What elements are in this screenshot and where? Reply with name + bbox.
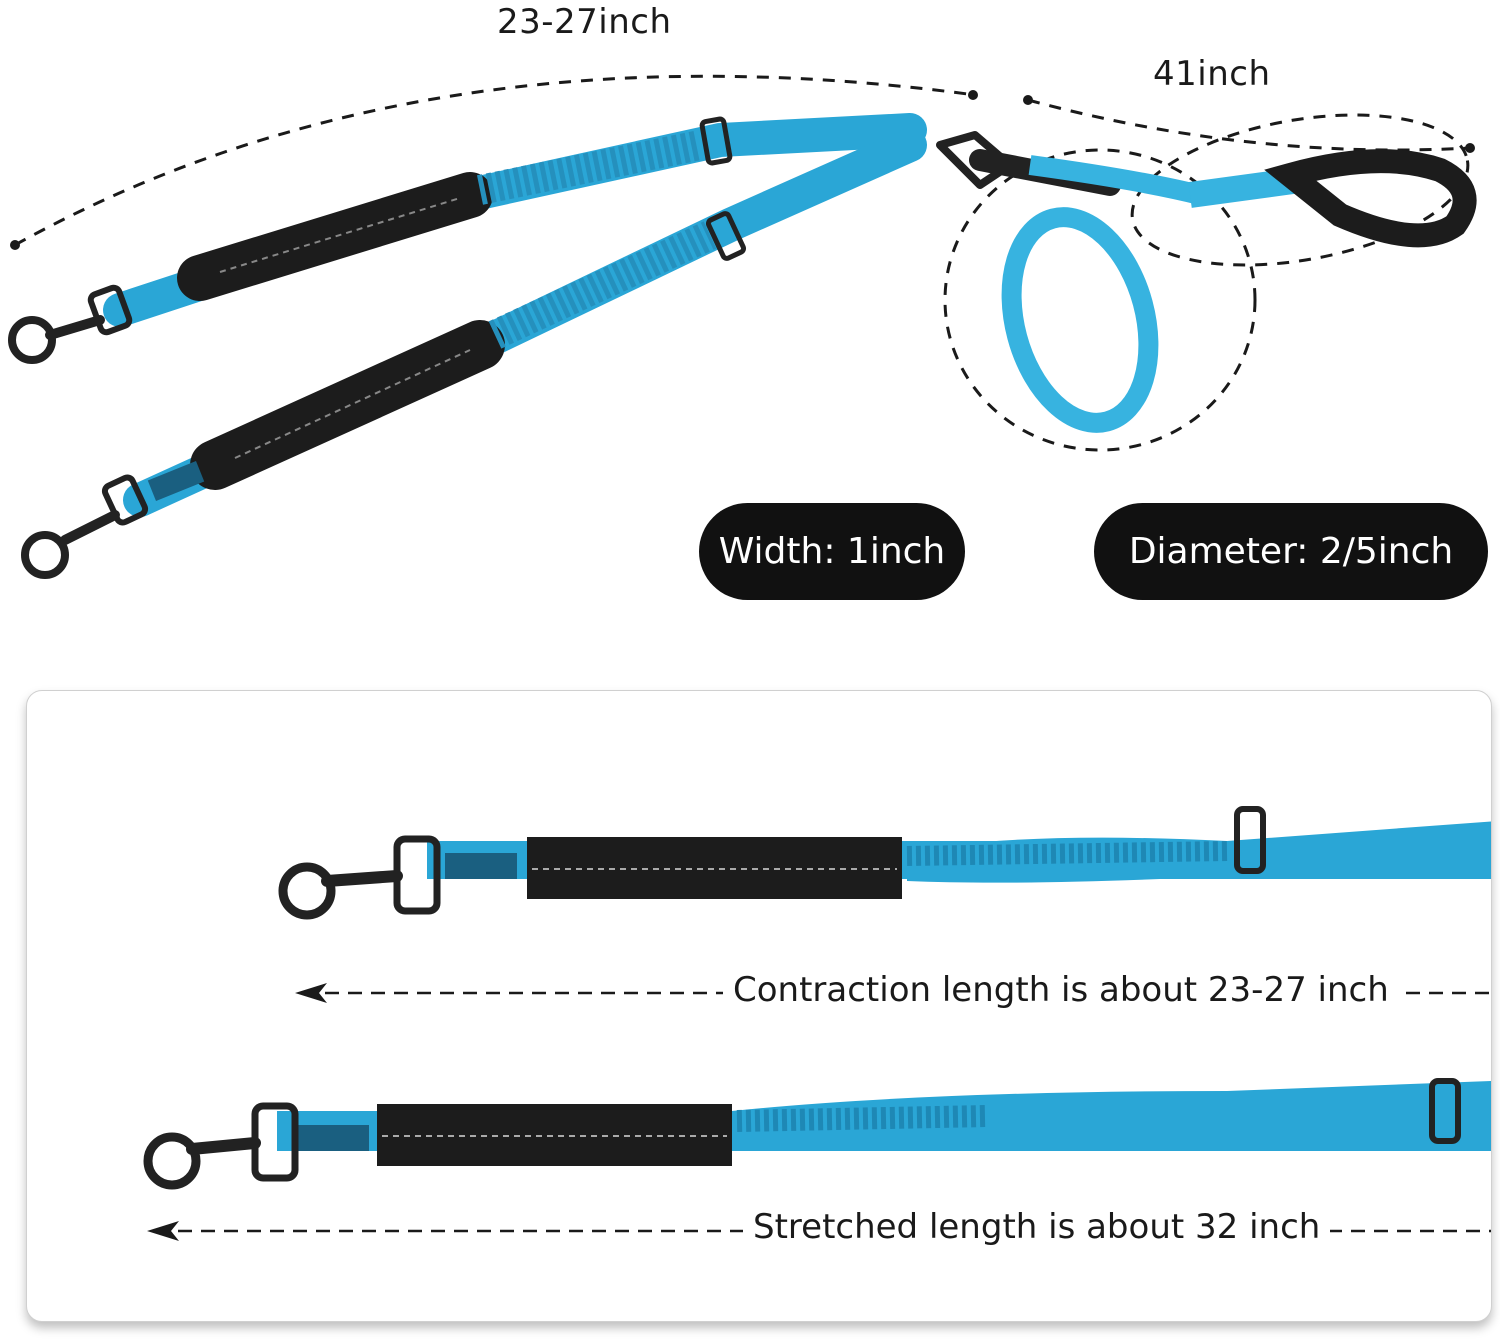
length-comparison-panel: Contraction length is about 23-27 inch S… xyxy=(26,690,1492,1322)
stretched-leash xyxy=(143,1078,1491,1190)
rope-highlight-circle xyxy=(943,148,1257,452)
lower-snap-hook-icon xyxy=(21,474,149,579)
rope-dimension-arc xyxy=(1027,98,1471,152)
upper-snap-hook-icon xyxy=(8,284,133,364)
lower-leash-arm xyxy=(123,128,927,517)
width-badge: Width: 1inch xyxy=(699,503,965,600)
contracted-snap-hook-icon xyxy=(278,862,336,920)
stretched-length-text: Stretched length is about 32 inch xyxy=(743,1207,1331,1247)
contraction-length-text: Contraction length is about 23-27 inch xyxy=(723,970,1399,1010)
contraction-arrow-icon xyxy=(295,983,327,1003)
width-badge-text: Width: 1inch xyxy=(718,531,946,572)
stretched-snap-hook-icon xyxy=(143,1132,201,1190)
handles-length-label: 23-27inch xyxy=(497,2,672,42)
length-comparison-illustration xyxy=(143,806,1491,1241)
top-illustration xyxy=(8,74,1477,579)
stretched-arrow-icon xyxy=(147,1221,179,1241)
diameter-badge: Diameter: 2/5inch xyxy=(1094,503,1488,600)
diameter-badge-text: Diameter: 2/5inch xyxy=(1128,531,1454,572)
contracted-leash xyxy=(278,806,1491,920)
rope-coil xyxy=(1001,149,1477,433)
rope-length-label: 41inch xyxy=(1153,54,1271,94)
handles-dimension-arc xyxy=(14,74,976,247)
upper-leash-arm xyxy=(103,113,927,327)
rope-handle-loop xyxy=(1264,149,1477,248)
